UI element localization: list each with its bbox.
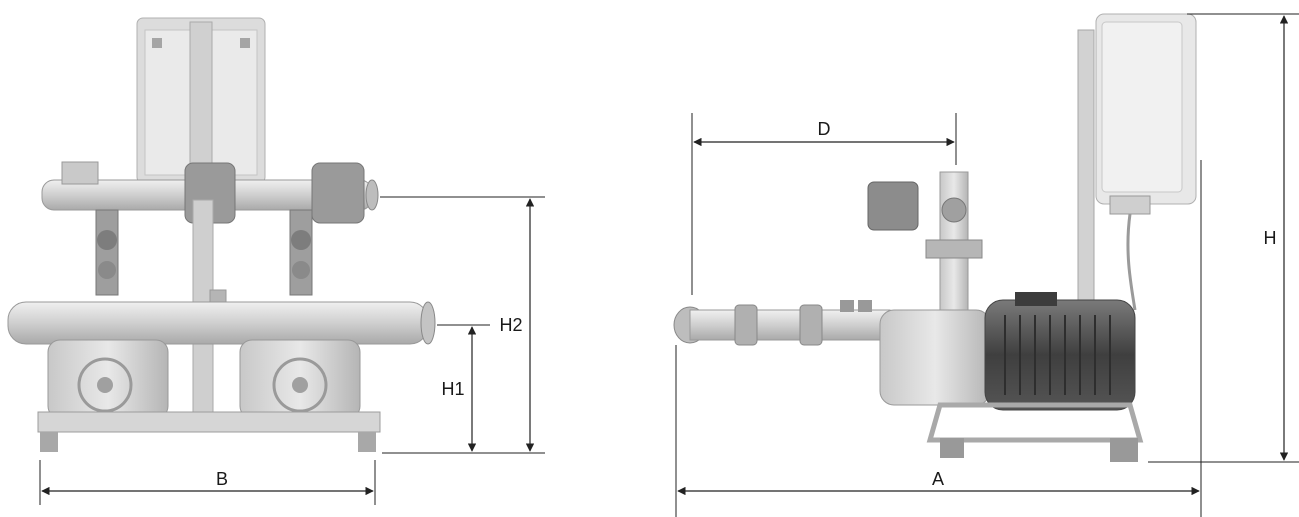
motor <box>984 299 1136 411</box>
base-plate-front <box>37 411 381 433</box>
label-h1: H1 <box>441 379 464 399</box>
pump-body-left <box>47 339 169 419</box>
pressure-switch-2 <box>311 162 365 224</box>
base-frame-side <box>926 402 1144 443</box>
control-box-side <box>1077 13 1197 331</box>
label-h2: H2 <box>499 315 522 335</box>
front-view-pump-unit <box>7 17 436 452</box>
label-b: B <box>216 469 228 489</box>
lower-manifold-pipe <box>7 301 429 345</box>
pump-housing-side <box>879 309 991 406</box>
side-view-pump-unit <box>673 13 1197 462</box>
valve-stack-left <box>95 209 119 296</box>
pressure-switch-side <box>867 181 919 231</box>
dimension-a: A <box>675 160 1202 517</box>
control-panel-front <box>136 17 266 193</box>
valve-stack-right <box>289 209 313 296</box>
dimension-h2: H2 <box>380 196 545 452</box>
dimension-b: B <box>39 460 376 505</box>
label-a: A <box>932 469 944 489</box>
dimension-h1: H1 <box>382 324 545 454</box>
inlet-pipe <box>689 309 891 341</box>
pump-body-right <box>239 339 361 419</box>
dimension-d: D <box>691 113 957 295</box>
motor-fins <box>1004 315 1111 395</box>
label-h: H <box>1264 228 1277 248</box>
dimension-h: H <box>1148 13 1299 463</box>
label-d: D <box>818 119 831 139</box>
